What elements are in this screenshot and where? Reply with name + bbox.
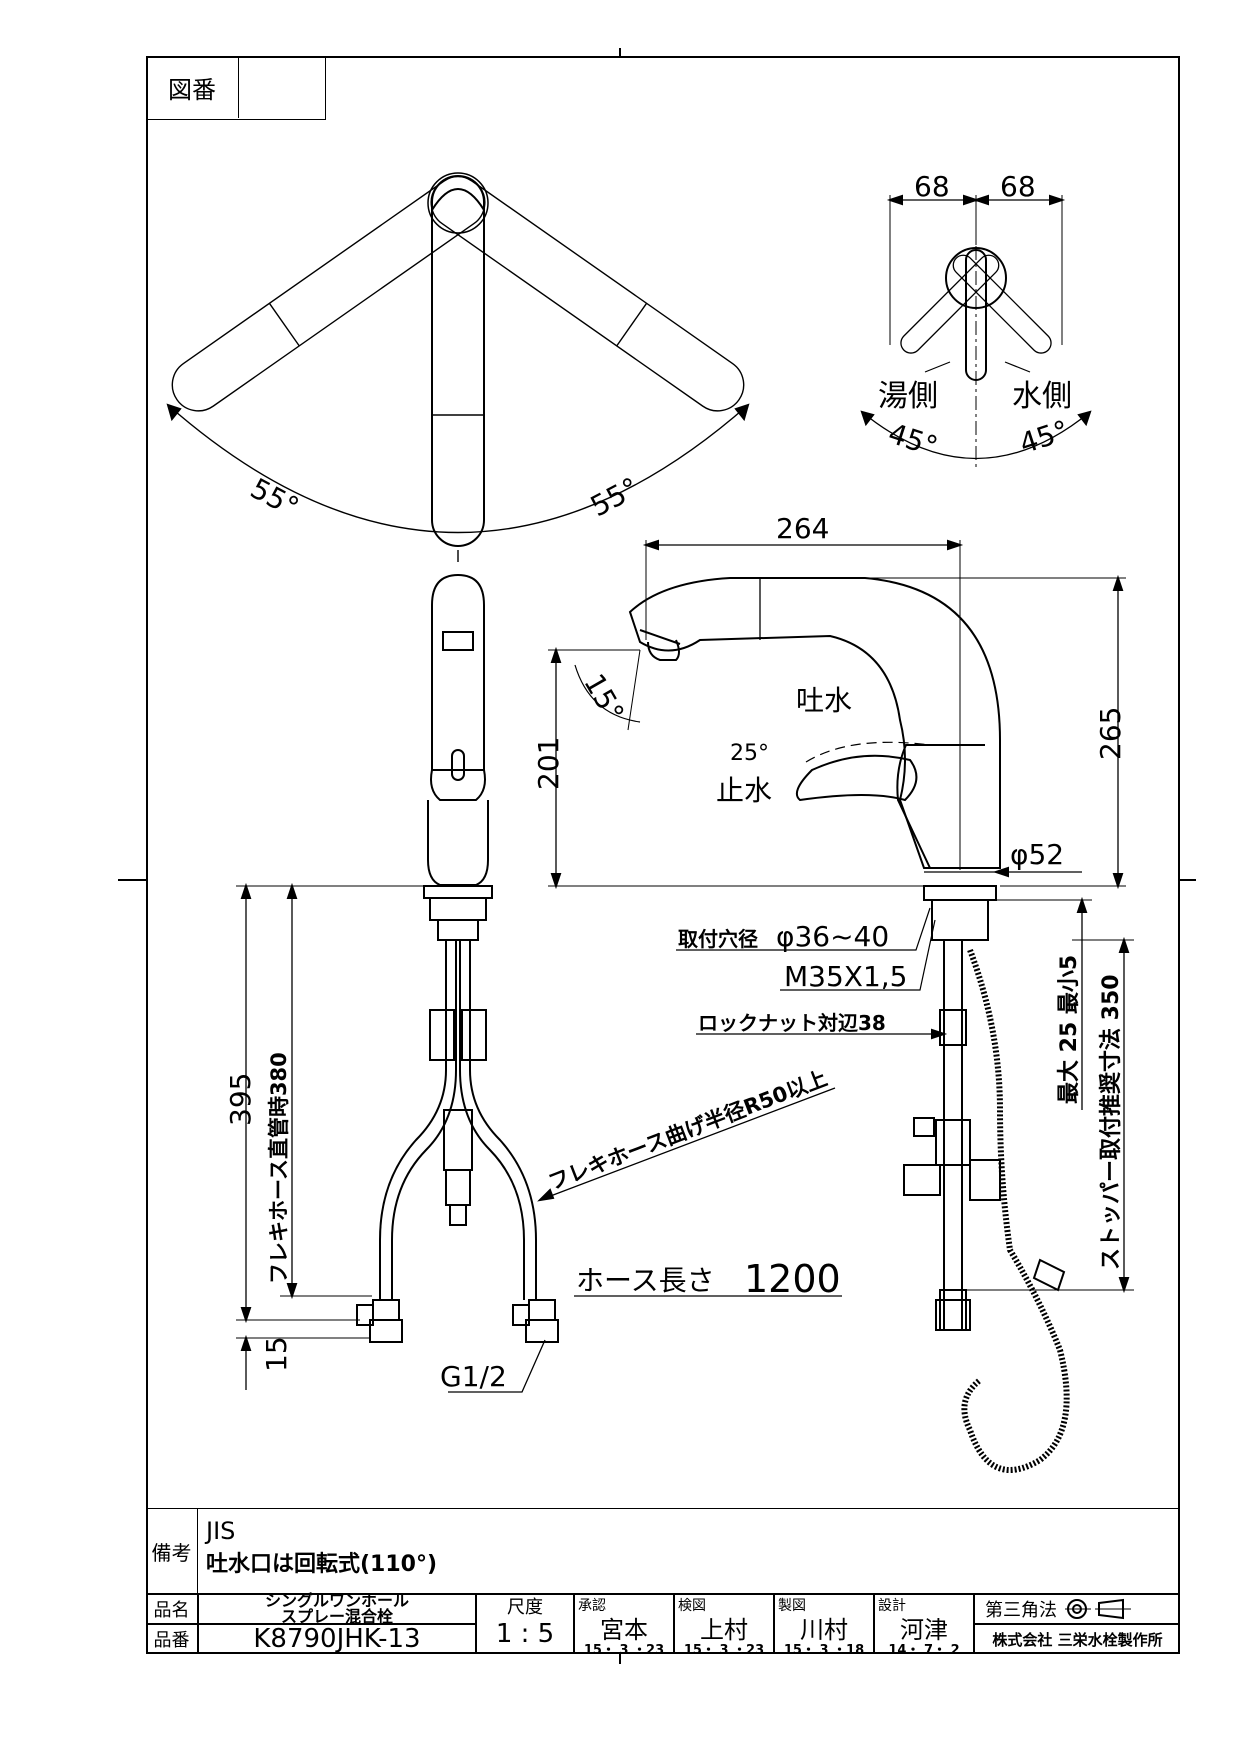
total-length-dim: 395 — [224, 1073, 257, 1126]
design-label: 設計 — [878, 1598, 906, 1614]
total-height-dim: 265 — [1094, 707, 1127, 760]
name-value-2: スプレー混合栓 — [280, 1607, 393, 1626]
projection-symbol-icon — [1065, 1598, 1131, 1620]
name-label: 品名 — [146, 1594, 198, 1624]
front-view — [236, 573, 842, 1393]
lever-on-label: 吐水 — [796, 684, 852, 717]
approve-name: 宮本 — [600, 1615, 648, 1644]
check-date: 15・ 3 ・23 — [683, 1643, 765, 1658]
check-label: 検図 — [678, 1598, 706, 1614]
locknut-label: ロックナット対辺38 — [698, 1011, 886, 1035]
cold-angle-label: 45° — [1015, 414, 1072, 461]
hose-length-value: 1200 — [744, 1257, 841, 1301]
hole-dia-label: 取付穴径 — [678, 927, 758, 951]
angle-left-label: 55° — [245, 472, 304, 524]
remarks-label: 備考 — [146, 1508, 198, 1594]
company-name: 株式会社 三栄水栓製作所 — [974, 1624, 1180, 1654]
draw-date: 15・ 3 ・18 — [783, 1643, 865, 1658]
drawing-number-box: 図番 — [146, 56, 326, 120]
spout-angle-label: 15° — [577, 668, 630, 727]
angle-right-label: 55° — [585, 471, 644, 523]
hot-angle-label: 45° — [884, 417, 941, 464]
design-date: 14・ 7・ 2 — [888, 1643, 960, 1658]
hot-side-label: 湯側 — [878, 379, 938, 414]
thread-label: M35X1,5 — [784, 960, 908, 993]
flex-bend-label: フレキホース曲げ半径R50以上 — [545, 1066, 830, 1195]
design-name: 河津 — [900, 1615, 948, 1644]
max-min-label: 最大 25 最小5 — [1057, 955, 1082, 1104]
lever-angle-label: 25° — [730, 741, 769, 766]
title-block: 備考 JIS 吐水口は回転式(110°) 品名 シングルワンホール スプレー混合… — [146, 1508, 1180, 1658]
remarks-line-2: 吐水口は回転式(110°) — [206, 1552, 438, 1577]
hole-dia-value: φ36~40 — [776, 920, 889, 953]
handle-dim-left: 68 — [914, 170, 950, 203]
bottom-dim: 15 — [260, 1336, 293, 1372]
approve-label: 承認 — [578, 1598, 606, 1614]
draw-name: 川村 — [800, 1615, 848, 1644]
scale-label: 尺度 — [507, 1597, 543, 1618]
check-name: 上村 — [700, 1615, 748, 1644]
connection-label: G1/2 — [440, 1360, 507, 1393]
spout-height-dim: 201 — [532, 737, 565, 790]
flex-straight-label: フレキホース直管時380 — [267, 1052, 291, 1284]
name-value-1: シングルワンホール — [264, 1591, 409, 1610]
stopper-dim-label: ストッパー取付推奨寸法 350 — [1099, 974, 1124, 1270]
top-view — [166, 172, 750, 562]
draw-label: 製図 — [778, 1598, 806, 1614]
approve-date: 15・ 3 ・23 — [583, 1643, 665, 1658]
base-dia-label: φ52 — [1010, 838, 1064, 871]
lever-off-label: 止水 — [716, 774, 772, 807]
handle-dim-right: 68 — [1000, 170, 1036, 203]
handle-view — [860, 194, 1092, 470]
part-label: 品番 — [146, 1624, 198, 1654]
reach-dim: 264 — [776, 512, 829, 545]
side-view — [548, 539, 1134, 1473]
projection-label: 第三角法 — [985, 1600, 1057, 1621]
cold-side-label: 水側 — [1012, 379, 1072, 414]
hose-length-label: ホース長さ — [576, 1264, 715, 1297]
scale-value: 1 : 5 — [495, 1619, 555, 1649]
part-value: K8790JHK-13 — [198, 1624, 476, 1654]
drawing-number-label: 図番 — [146, 56, 239, 118]
remarks-line-1: JIS — [206, 1517, 236, 1545]
